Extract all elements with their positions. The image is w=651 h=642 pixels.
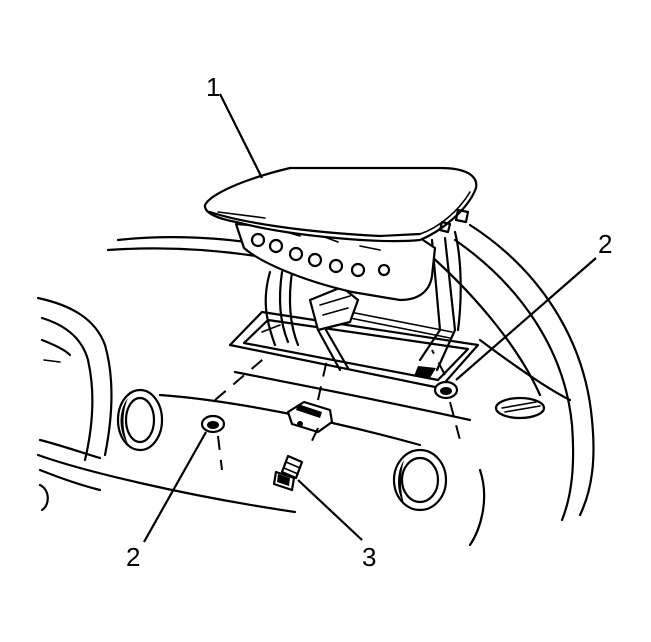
airbag-module: [203, 166, 478, 372]
right-air-vent: [392, 448, 448, 512]
callout-2-right: 2: [598, 229, 612, 259]
nut-left: [200, 414, 226, 434]
callout-1: 1: [206, 72, 220, 102]
retaining-bracket: [286, 400, 334, 434]
callout-3: 3: [362, 542, 376, 572]
alignment-lines: [214, 349, 461, 471]
left-air-vent: [116, 388, 164, 452]
nut-right: [433, 380, 459, 400]
callout-2-left: 2: [126, 542, 140, 572]
bolt: [272, 454, 304, 492]
leader-lines: [143, 93, 597, 543]
dash-opening: [228, 310, 480, 390]
defroster-vent: [494, 396, 546, 420]
